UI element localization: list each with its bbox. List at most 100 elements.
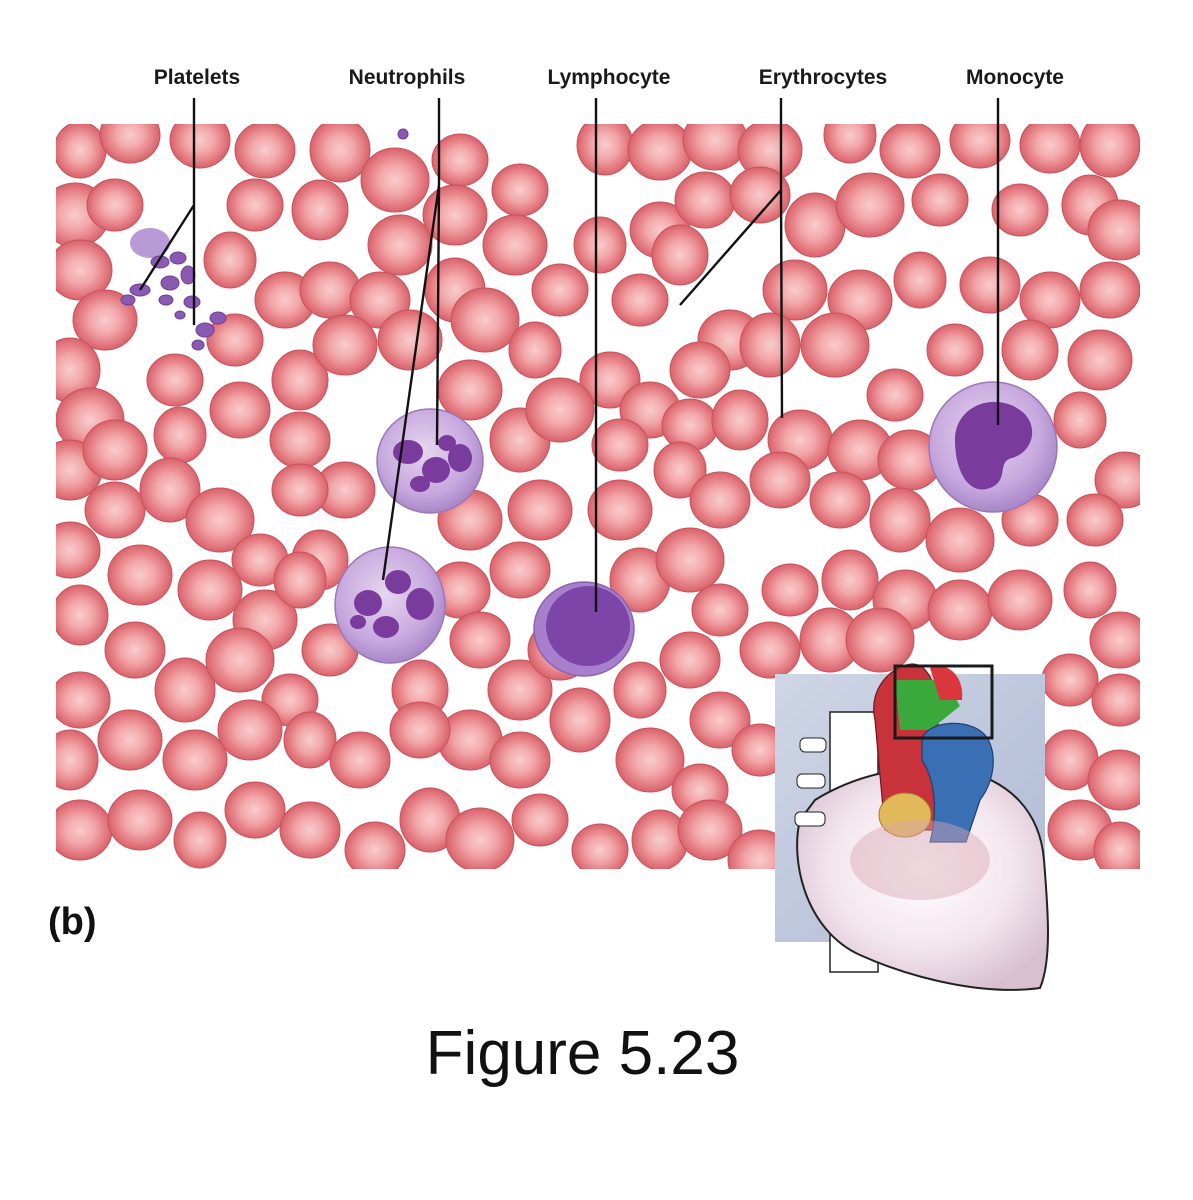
erythrocyte — [591, 418, 649, 472]
erythrocyte — [651, 224, 709, 286]
erythrocyte — [489, 541, 551, 599]
erythrocyte — [56, 584, 109, 646]
erythrocyte — [1053, 391, 1107, 449]
erythrocyte — [508, 321, 562, 379]
erythrocyte — [691, 583, 749, 637]
inset-highlight-box — [893, 664, 994, 740]
erythrocyte — [360, 147, 430, 213]
erythrocyte — [56, 671, 111, 729]
erythrocyte — [107, 789, 173, 851]
erythrocyte — [1041, 653, 1099, 707]
heart-inset — [775, 663, 1049, 991]
monocyte — [928, 381, 1058, 513]
erythrocyte — [84, 481, 146, 539]
erythrocyte — [271, 349, 329, 411]
erythrocyte — [226, 178, 284, 232]
erythrocyte — [206, 313, 264, 367]
erythrocyte — [677, 799, 743, 861]
erythrocyte — [866, 368, 924, 422]
erythrocyte — [291, 179, 349, 241]
erythrocyte — [153, 406, 207, 464]
erythrocyte — [309, 124, 371, 183]
erythrocyte — [312, 314, 378, 376]
erythrocyte — [659, 631, 721, 689]
erythrocyte — [269, 411, 331, 469]
erythrocyte — [925, 507, 995, 573]
erythrocyte — [926, 323, 984, 377]
erythrocyte — [344, 821, 406, 869]
erythrocyte — [185, 487, 255, 553]
erythrocyte — [627, 124, 693, 181]
erythrocyte — [655, 527, 725, 593]
erythrocyte — [531, 263, 589, 317]
erythrocyte — [56, 799, 113, 861]
erythrocyte — [1089, 611, 1140, 669]
neutrophil-lower — [334, 546, 446, 664]
erythrocyte — [689, 471, 751, 529]
erythrocyte — [205, 627, 275, 693]
erythrocyte — [845, 607, 915, 673]
erythrocyte — [482, 214, 548, 276]
erythrocyte — [86, 178, 144, 232]
erythrocyte — [1094, 451, 1140, 509]
erythrocyte — [911, 173, 969, 227]
erythrocyte — [224, 781, 286, 839]
erythrocyte — [1019, 271, 1081, 329]
erythrocyte — [72, 289, 138, 351]
erythrocyte — [234, 124, 296, 179]
erythrocyte — [56, 239, 113, 301]
erythrocyte — [283, 711, 337, 769]
erythrocyte — [669, 341, 731, 399]
erythrocyte — [1019, 124, 1081, 174]
erythrocyte — [549, 687, 611, 753]
figure-caption: Figure 5.23 — [425, 1019, 740, 1088]
erythrocyte — [209, 381, 271, 439]
neutrophil-upper — [376, 408, 484, 514]
erythrocyte — [271, 463, 329, 517]
erythrocyte — [99, 124, 161, 164]
erythrocyte — [869, 487, 931, 553]
erythrocyte — [835, 172, 905, 238]
erythrocyte — [367, 214, 433, 276]
erythrocyte — [377, 309, 443, 371]
erythrocyte — [689, 691, 751, 749]
erythrocyte — [173, 811, 227, 869]
erythrocyte — [431, 133, 489, 187]
erythrocyte — [1093, 821, 1140, 869]
erythrocyte — [177, 559, 243, 621]
erythrocyte — [1001, 319, 1059, 381]
erythrocyte — [1087, 749, 1140, 811]
erythrocyte — [1067, 329, 1133, 391]
label-lymphocyte: Lymphocyte — [548, 66, 671, 89]
lymphocyte — [533, 581, 635, 677]
erythrocyte — [162, 729, 228, 791]
erythrocyte — [949, 124, 1011, 169]
erythrocyte — [959, 256, 1021, 314]
erythrocyte — [169, 124, 231, 169]
erythrocyte — [809, 471, 871, 529]
erythrocyte — [1087, 199, 1140, 261]
erythrocyte — [571, 823, 629, 869]
erythrocyte — [661, 398, 719, 452]
erythrocyte — [576, 124, 634, 176]
erythrocyte — [682, 124, 748, 171]
erythrocyte — [674, 171, 736, 229]
erythrocyte — [823, 124, 877, 164]
erythrocyte — [203, 231, 257, 289]
erythrocyte — [762, 259, 828, 321]
erythrocyte — [279, 801, 341, 859]
erythrocyte — [525, 377, 595, 443]
erythrocyte — [653, 441, 707, 499]
erythrocyte — [573, 216, 627, 274]
erythrocyte — [927, 579, 993, 641]
erythrocyte — [56, 124, 107, 179]
erythrocyte — [711, 389, 769, 451]
erythrocyte — [761, 563, 819, 617]
erythrocyte — [107, 544, 173, 606]
erythrocyte — [1079, 124, 1140, 178]
erythrocyte-field — [56, 124, 1140, 869]
erythrocyte — [139, 457, 201, 523]
erythrocyte — [217, 699, 283, 761]
erythrocyte — [489, 731, 551, 789]
erythrocyte — [487, 659, 553, 721]
